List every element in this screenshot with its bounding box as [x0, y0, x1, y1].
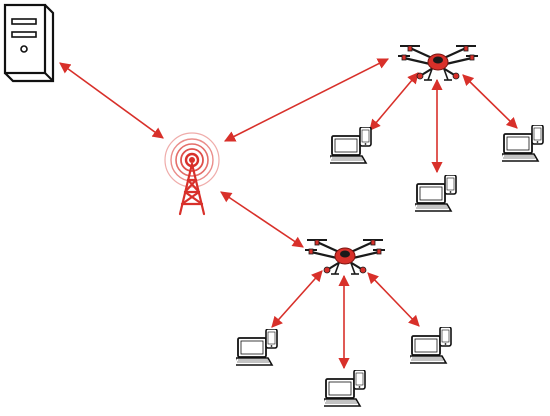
drone-icon — [398, 44, 478, 82]
link-drone-1-user-1c — [462, 74, 518, 129]
drone-icon — [305, 238, 385, 276]
cell-tower-icon — [164, 132, 220, 216]
link-tower-drone-2 — [220, 191, 304, 248]
link-server-tower — [59, 62, 164, 139]
laptop-phone-icon — [502, 125, 544, 162]
laptop-phone-icon — [410, 327, 452, 364]
links — [59, 58, 518, 370]
laptop-phone-icon — [236, 329, 278, 366]
server-icon — [3, 3, 55, 83]
link-drone-1-user-1a — [369, 72, 419, 131]
link-tower-drone-1 — [223, 58, 390, 142]
laptop-phone-icon — [415, 175, 457, 212]
laptop-phone-icon — [324, 370, 366, 407]
laptop-phone-icon — [330, 127, 372, 164]
link-drone-2-user-2a — [271, 270, 323, 328]
link-drone-2-user-2c — [367, 272, 420, 327]
